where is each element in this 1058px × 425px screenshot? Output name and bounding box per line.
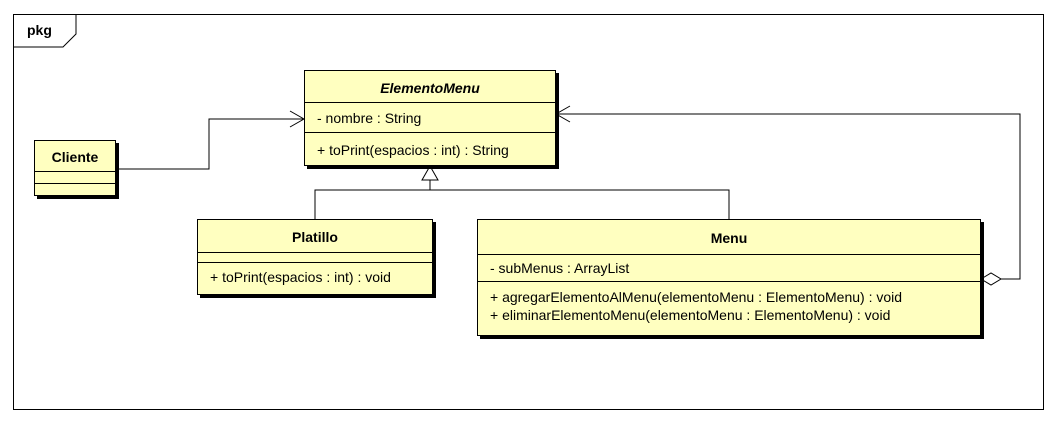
operations-compartment: [35, 184, 115, 195]
class-elementomenu[interactable]: ElementoMenu - nombre : String + toPrint…: [304, 70, 556, 166]
operations-compartment: + toPrint(espacios : int) : String: [305, 133, 555, 165]
attributes-compartment: - subMenus : ArrayList: [478, 255, 980, 282]
attribute: - subMenus : ArrayList: [490, 260, 630, 276]
class-cliente[interactable]: Cliente: [34, 140, 116, 196]
attribute: - nombre : String: [317, 110, 422, 126]
class-name: Menu: [478, 220, 980, 255]
operation: + agregarElementoAlMenu(elementoMenu : E…: [490, 289, 903, 305]
generalization-arrowhead: [421, 164, 439, 181]
aggregation-menu-elementomenu: [554, 105, 1021, 286]
class-name: Platillo: [198, 220, 432, 253]
operation: + toPrint(espacios : int) : String: [317, 142, 509, 158]
package-frame: [13, 14, 1044, 410]
class-platillo[interactable]: Platillo + toPrint(espacios : int) : voi…: [197, 219, 433, 295]
aggregation-diamond: [980, 272, 1002, 286]
class-menu[interactable]: Menu - subMenus : ArrayList + agregarEle…: [477, 219, 981, 336]
class-name: ElementoMenu: [305, 71, 555, 103]
attributes-compartment: [198, 253, 432, 263]
operation: + eliminarElementoMenu(elementoMenu : El…: [490, 307, 891, 323]
operation: + toPrint(espacios : int) : void: [210, 269, 391, 285]
operations-compartment: + toPrint(espacios : int) : void: [198, 263, 432, 294]
attributes-compartment: [35, 172, 115, 184]
class-name: Cliente: [35, 141, 115, 172]
generalization-tree: [314, 164, 730, 219]
package-label: pkg: [27, 22, 52, 38]
operations-compartment: + agregarElementoAlMenu(elementoMenu : E…: [478, 282, 980, 335]
attributes-compartment: - nombre : String: [305, 103, 555, 133]
package-tab: [13, 14, 77, 48]
